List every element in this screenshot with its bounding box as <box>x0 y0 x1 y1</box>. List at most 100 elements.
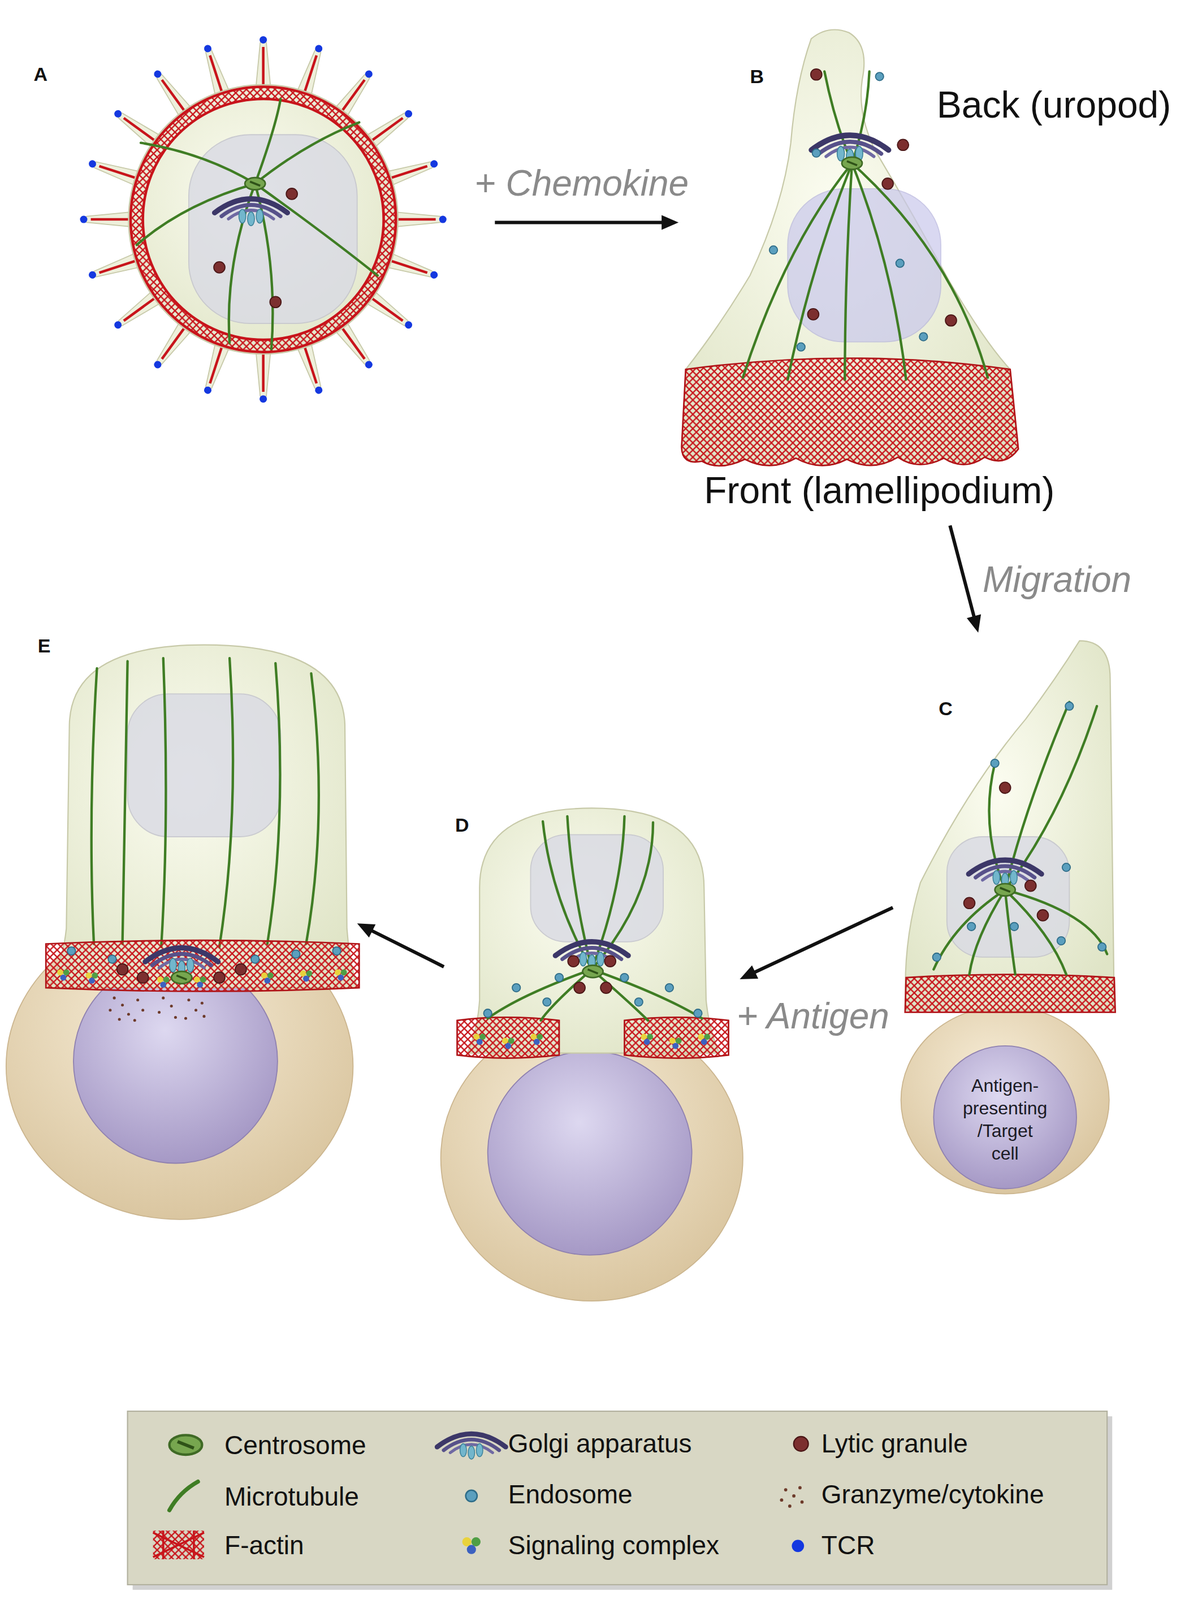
legend-label: F-actin <box>224 1530 305 1561</box>
flow-arrow <box>357 923 444 967</box>
endosome <box>555 973 564 982</box>
actin-ring <box>130 86 396 352</box>
legend-label: Centrosome <box>224 1430 367 1461</box>
microtubule <box>844 163 853 380</box>
arrow-line <box>949 525 975 618</box>
arrow-head <box>357 923 376 938</box>
lytic-granule <box>963 897 976 909</box>
arrow-line <box>370 930 444 967</box>
panel-letter: D <box>455 814 470 837</box>
signaling-complex <box>57 969 70 981</box>
endosome <box>693 1009 702 1018</box>
shape-circle <box>200 1001 204 1005</box>
endosome <box>665 983 674 992</box>
lytic-granule <box>999 781 1011 794</box>
endosome <box>634 997 643 1006</box>
flow-arrow <box>739 907 893 980</box>
nucleus <box>530 834 664 942</box>
legend-label: Signaling complex <box>508 1530 720 1561</box>
lytic-granule <box>1037 909 1049 922</box>
legend-icon <box>153 1530 205 1560</box>
lamellipodium-actin <box>681 358 1019 466</box>
centrosome <box>841 157 863 170</box>
endosome <box>769 245 778 254</box>
microtubule <box>541 969 592 1021</box>
microtubule <box>591 969 648 1021</box>
legend-icon <box>791 1540 804 1553</box>
microtubule <box>852 163 988 378</box>
legend-label: Microtubule <box>224 1481 360 1512</box>
actin-patch <box>457 1017 560 1058</box>
panel-letter: E <box>37 634 51 657</box>
shape-circle <box>784 1488 788 1492</box>
endosome <box>919 332 928 341</box>
microtubule <box>591 969 703 1019</box>
endosome <box>1065 702 1074 711</box>
actin-band <box>45 940 360 992</box>
legend-label: Endosome <box>508 1479 633 1510</box>
target-cell: Antigen- presenting /Target cell <box>943 1061 1067 1184</box>
lytic-granule <box>945 314 957 327</box>
lytic-granule <box>269 296 281 308</box>
target-nucleus <box>487 1051 693 1256</box>
region-label: Front (lamellipodium) <box>703 469 1055 513</box>
lytic-granule <box>286 188 298 200</box>
microtubule <box>852 163 907 380</box>
microtubule <box>161 658 166 948</box>
shape-circle <box>780 1498 784 1502</box>
endosome <box>67 947 76 955</box>
microtubule <box>1005 889 1108 955</box>
signaling-complex <box>157 976 170 988</box>
endosome <box>1010 922 1019 931</box>
endosome <box>542 997 551 1006</box>
legend-icon <box>153 1530 205 1560</box>
lytic-granule <box>604 955 616 967</box>
cell-panel: BBack (uropod)Front (lamellipodium) <box>678 30 1189 526</box>
microtubule <box>140 143 255 184</box>
endosome <box>797 342 806 351</box>
lytic-granule <box>1025 880 1037 892</box>
legend-icon <box>465 1490 478 1502</box>
target-nucleus <box>933 1045 1077 1189</box>
shape-circle <box>194 1008 198 1012</box>
cell-body <box>905 640 1114 1010</box>
cell-panel: C <box>892 632 1118 1006</box>
golgi <box>214 199 288 227</box>
signaling-complex <box>261 972 274 984</box>
endosome <box>812 149 821 158</box>
region-label: Back (uropod) <box>936 83 1172 127</box>
shape-circle <box>113 996 116 1000</box>
cell-body <box>467 807 720 1053</box>
lytic-granule <box>573 982 586 994</box>
cell-body <box>128 84 398 354</box>
legend-panel <box>127 1411 1108 1585</box>
signaling-complex <box>334 969 348 981</box>
arrow-head <box>739 965 759 980</box>
shape-circle <box>141 1008 145 1012</box>
microtubule <box>487 969 592 1019</box>
panel-letter: C <box>938 697 953 720</box>
target-cell-body <box>440 1015 743 1301</box>
endosome <box>1057 936 1066 945</box>
actin-band <box>905 974 1116 1013</box>
edge-label: + Antigen <box>736 995 890 1038</box>
endosome <box>620 973 629 982</box>
shape-circle <box>170 1004 174 1008</box>
lytic-granule <box>810 68 823 81</box>
arrow-head <box>661 214 679 230</box>
legend-icon <box>437 1433 506 1460</box>
centrosome <box>171 971 192 984</box>
arrow-head <box>966 614 981 633</box>
endosome <box>896 258 905 267</box>
microtubule <box>933 889 1005 970</box>
shape-circle <box>187 998 190 1002</box>
signaling-complex <box>530 1033 543 1045</box>
arrow-line <box>494 220 664 224</box>
endosome <box>251 954 259 963</box>
shape-circle <box>127 1012 131 1016</box>
lytic-granule <box>567 955 579 967</box>
cell-a <box>79 36 447 403</box>
